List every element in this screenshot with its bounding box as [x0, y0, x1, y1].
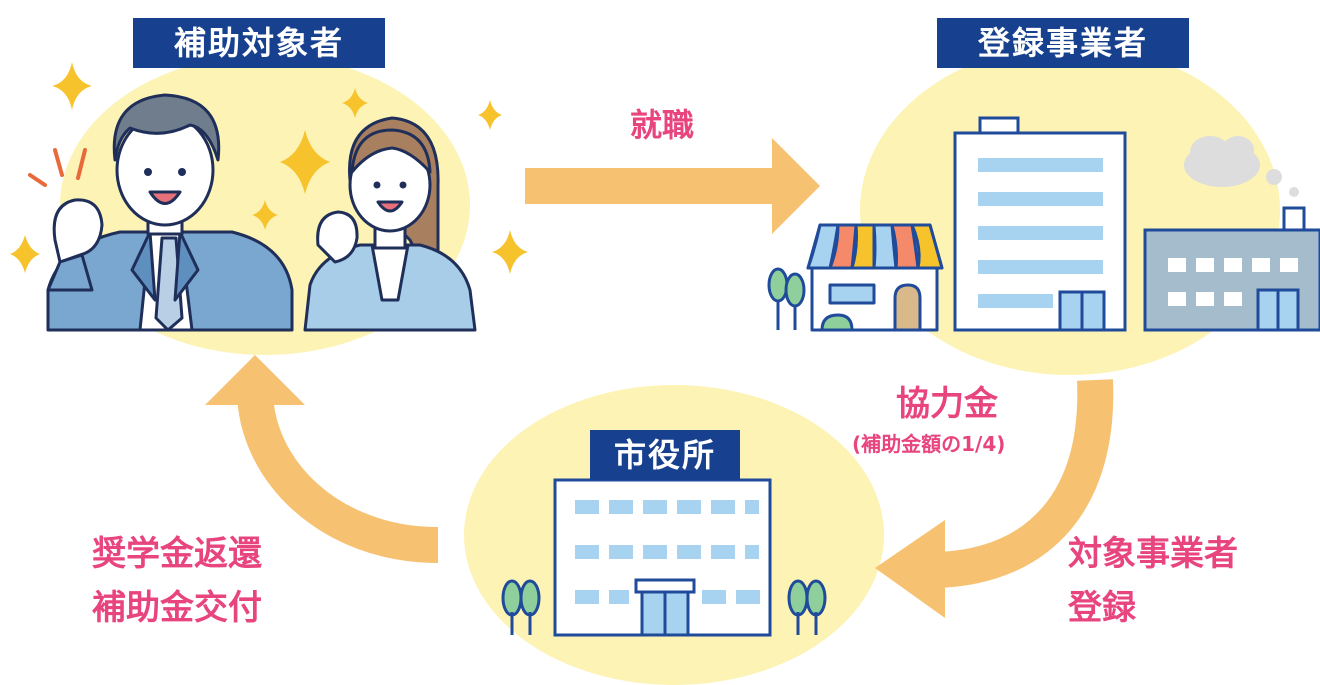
subsidy-arrow: [237, 389, 439, 563]
tree-icon: [767, 267, 806, 330]
tree-icon: [501, 579, 827, 635]
city-hall-label: 市役所: [590, 430, 740, 480]
man-illustration: [46, 93, 294, 332]
employment-label: 就職: [630, 106, 695, 144]
office-building-icon: [953, 116, 1127, 332]
registration-label-line1: 対象事業者: [1068, 534, 1238, 574]
subsidy-label-line1: 奨学金返還: [92, 534, 262, 574]
business-label: 登録事業者: [937, 18, 1189, 68]
contribution-arrow: [938, 379, 1114, 588]
employment-arrow: [525, 138, 820, 234]
registration-label-line2: 登録: [1068, 588, 1136, 628]
subsidy-label-line2: 補助金交付: [92, 588, 262, 628]
contribution-label: 協力金: [896, 384, 998, 424]
excitement-lines: [28, 148, 87, 187]
smoke-icon: [1184, 136, 1299, 197]
city-hall-building-icon: [553, 478, 772, 637]
beneficiary-label: 補助対象者: [133, 18, 385, 68]
woman-illustration: [303, 116, 477, 332]
shop-icon: [806, 223, 944, 332]
sparkle-icons: [10, 62, 528, 274]
factory-icon: [1143, 206, 1320, 332]
contribution-note: (補助金額の1/4): [852, 432, 1006, 456]
